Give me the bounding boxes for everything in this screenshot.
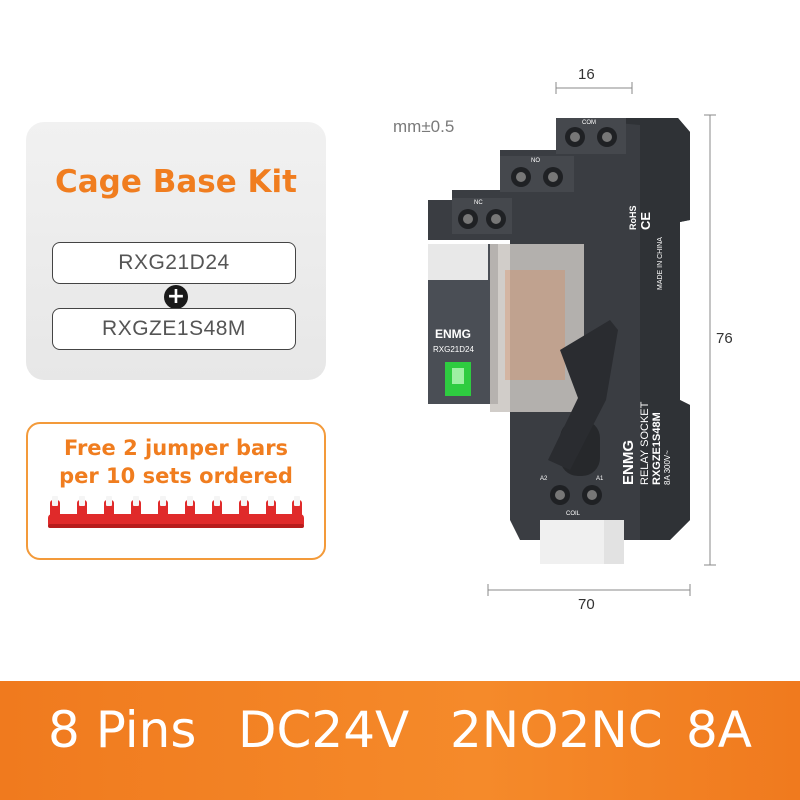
promo-card: Free 2 jumper bars per 10 sets ordered <box>26 422 326 560</box>
terminal-nc-label: NC <box>474 200 483 206</box>
rohs-label: RoHS <box>628 206 638 231</box>
socket-brand-label: ENMG <box>620 440 637 485</box>
terminal-a1-label: A1 <box>596 476 604 482</box>
spec-contacts: 2NO2NC <box>450 701 663 759</box>
dimension-width: 16 <box>578 66 595 83</box>
spec-banner: 8 Pins DC24V 2NO2NC 8A <box>0 681 800 800</box>
relay-brand-label: ENMG <box>435 327 471 341</box>
dimension-lines <box>487 82 716 596</box>
terminal-no-label: NO <box>531 158 540 164</box>
made-in-label: MADE IN CHINA <box>657 237 664 290</box>
relay-part-number: RXG21D24 <box>52 242 296 284</box>
socket-title-label: RELAY SOCKET <box>639 401 651 485</box>
spec-pins: 8 Pins <box>48 701 197 759</box>
promo-line-2: per 10 sets ordered <box>59 464 293 488</box>
terminal-coil-label: COIL <box>566 511 581 517</box>
terminal-com-label: COM <box>582 120 596 126</box>
relay-model-label: RXG21D24 <box>433 345 474 354</box>
plus-icon: + <box>164 285 188 309</box>
tolerance-note: mm±0.5 <box>393 117 455 136</box>
kit-title: Cage Base Kit <box>55 164 297 200</box>
kit-card: Cage Base Kit RXG21D24 + RXGZE1S48M <box>26 122 326 380</box>
socket-part-number: RXGZE1S48M <box>52 308 296 350</box>
relay-module <box>428 244 618 470</box>
socket-rating-label: 8A 300V~ <box>663 450 672 485</box>
socket-model-label: RXGZE1S48M <box>651 412 663 485</box>
terminal-a2-label: A2 <box>540 476 548 482</box>
spec-voltage: DC24V <box>238 701 410 759</box>
dimension-depth: 70 <box>578 596 595 613</box>
promo-line-1: Free 2 jumper bars <box>63 436 289 460</box>
ce-label: CE <box>638 212 653 230</box>
relay-product-image: ENMG RXG21D24 ENMG RELAY SOCKET RXGZE1S4… <box>428 82 716 596</box>
dimension-height: 76 <box>716 330 733 347</box>
jumper-bar-image <box>48 496 304 528</box>
spec-current: 8A <box>686 701 753 759</box>
